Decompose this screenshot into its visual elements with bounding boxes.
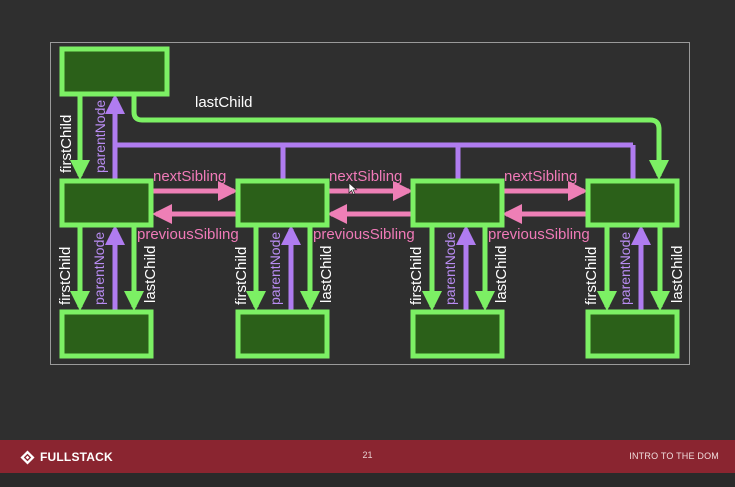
mouse-cursor-icon [348, 182, 358, 195]
grandchild-node-3 [410, 309, 505, 359]
slide-footer: FULLSTACK 21 INTRO TO THE DOM [0, 440, 735, 473]
next-sibling-label-2: nextSibling [329, 168, 402, 185]
first-child-label-col1: firstChild [57, 247, 74, 305]
last-child-label-col1: lastChild [142, 245, 159, 303]
first-child-label-col2: firstChild [233, 247, 250, 305]
grandchild-node-4 [585, 309, 680, 359]
parent-node-bus [115, 142, 636, 180]
parent-node-label-col3: parentNode [442, 232, 458, 305]
previous-sibling-label-3: previousSibling [488, 226, 590, 243]
parent-node-label-root: parentNode [92, 100, 108, 173]
parent-node-label-col4: parentNode [617, 232, 633, 305]
column-arrows [70, 225, 670, 311]
diamond-logo-icon [20, 449, 35, 465]
parent-node-label-col1: parentNode [91, 232, 107, 305]
first-child-label-col3: firstChild [408, 247, 425, 305]
page-number: 21 [362, 450, 373, 460]
bottom-strip [0, 473, 735, 487]
root-node [59, 46, 170, 97]
sibling-arrows [152, 181, 588, 224]
last-child-label-col4: lastChild [669, 245, 686, 303]
next-sibling-label-3: nextSibling [504, 168, 577, 185]
last-child-label-col2: lastChild [318, 245, 335, 303]
last-child-label-root: lastChild [195, 94, 253, 111]
first-child-label-col4: firstChild [583, 247, 600, 305]
child-node-4 [585, 178, 680, 228]
footer-title: INTRO TO THE DOM [629, 451, 719, 461]
next-sibling-label-1: nextSibling [153, 168, 226, 185]
previous-sibling-label-2: previousSibling [313, 226, 415, 243]
previous-sibling-label-1: previousSibling [137, 226, 239, 243]
grandchild-node-2 [235, 309, 330, 359]
child-node-1 [59, 178, 154, 228]
child-node-2 [235, 178, 330, 228]
first-child-label-root: firstChild [58, 115, 75, 173]
last-child-label-col3: lastChild [493, 245, 510, 303]
logo-text: FULLSTACK [40, 450, 113, 464]
child-node-3 [410, 178, 505, 228]
dom-tree-diagram: lastChild firstChild parentNode nextSibl… [57, 46, 686, 359]
grandchild-node-1 [59, 309, 154, 359]
parent-node-label-col2: parentNode [267, 232, 283, 305]
fullstack-logo: FULLSTACK [20, 449, 113, 465]
last-child-arrow-root [131, 96, 669, 180]
diagram-frame [50, 42, 690, 365]
